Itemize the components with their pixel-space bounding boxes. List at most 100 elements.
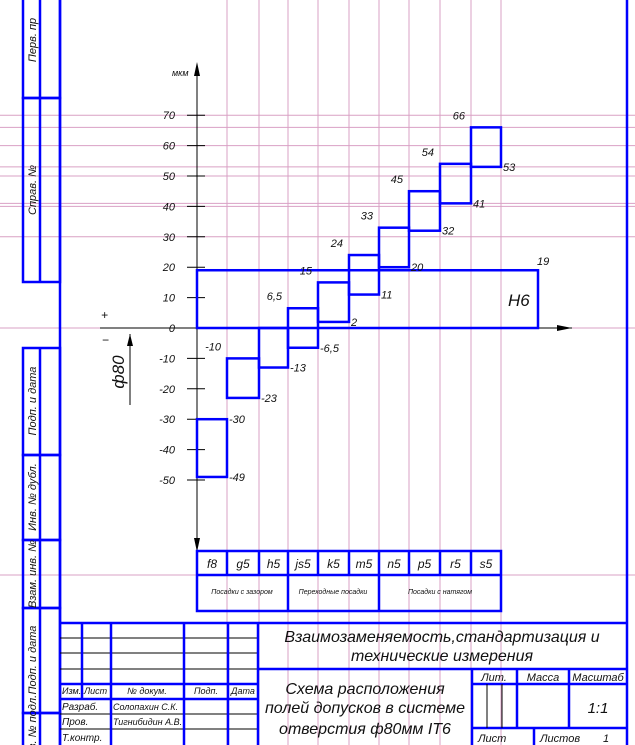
upper-deviation-label: -30 <box>229 414 246 426</box>
y-tick-label: 30 <box>163 232 176 244</box>
shaft-field-g5 <box>225 357 261 400</box>
y-tick-label: 70 <box>163 110 176 122</box>
drawing-name-line-2: полей допусков в системе <box>265 700 465 717</box>
y-tick-label: 0 <box>169 323 176 335</box>
stamp-vzam-label: Взам. инв. № <box>27 540 39 608</box>
fit-group-transition: Переходные посадки <box>299 588 368 596</box>
fit-name-r5: r5 <box>450 557 461 571</box>
scale-value: 1:1 <box>588 700 609 717</box>
lower-deviation-label: -49 <box>229 472 245 484</box>
upper-deviation-label: 6,5 <box>267 291 283 303</box>
stamp-sign-date-label-2: Подп. и дата <box>27 626 39 695</box>
upper-deviation-label: 66 <box>453 110 466 122</box>
mass-label: Масса <box>527 672 560 684</box>
lower-deviation-label: -23 <box>261 393 278 405</box>
plus-sign: + <box>101 308 108 322</box>
shaft-field-f8 <box>195 417 229 479</box>
minus-sign: − <box>102 333 109 347</box>
y-axis-arrow-down <box>194 538 200 552</box>
fit-name-p5: p5 <box>417 557 432 571</box>
shaft-field-js5 <box>286 306 320 350</box>
fit-name-g5: g5 <box>236 557 250 571</box>
lower-deviation-label: 2 <box>350 317 357 329</box>
y-tick-label: 10 <box>163 293 176 305</box>
lower-deviation-label: 53 <box>503 162 516 174</box>
fit-name-h5: h5 <box>267 557 281 571</box>
y-tick-label: 50 <box>163 171 176 183</box>
y-tick-label: -30 <box>159 414 176 426</box>
shaft-field-n5 <box>377 226 411 269</box>
lit-label: Лит. <box>480 672 507 684</box>
upper-deviation-label: 45 <box>391 174 404 186</box>
shaft-field-r5 <box>438 162 473 205</box>
hole-field-name: H6 <box>508 291 530 310</box>
header-list: Лист <box>83 686 108 696</box>
upper-deviation-label: 33 <box>361 211 374 223</box>
y-tick-label: 20 <box>162 262 176 274</box>
subject-line-1: Взаимозаменяемость,стандартизация и <box>284 629 599 646</box>
lower-deviation-label: 41 <box>473 198 485 210</box>
title-block: Изм. Лист № докум. Подп. Дата Разраб. Со… <box>60 621 627 745</box>
shaft-field-m5 <box>347 253 381 296</box>
shaft-field-p5 <box>407 189 442 232</box>
header-sign: Подп. <box>194 686 218 696</box>
diameter-label: ф80 <box>109 355 128 389</box>
y-tick-label: -40 <box>159 445 176 457</box>
upper-deviation-label: -10 <box>205 341 222 353</box>
zero-line-arrow <box>557 325 572 331</box>
fit-name-k5: k5 <box>327 557 340 571</box>
subject-line-2: технические измерения <box>351 648 534 665</box>
fit-name-n5: n5 <box>387 557 401 571</box>
fit-group-clearance: Посадки с зазором <box>211 588 273 596</box>
fit-name-f8: f8 <box>207 557 217 571</box>
upper-deviation-label: 54 <box>422 147 434 159</box>
header-doc: № докум. <box>127 686 167 696</box>
drawing-name-line-3: отверстия ф80мм IT6 <box>279 721 451 738</box>
hole-field-H6 <box>195 268 540 330</box>
lower-deviation-label: -13 <box>290 363 307 375</box>
y-tick-label: -20 <box>159 384 176 396</box>
fit-name-s5: s5 <box>480 557 493 571</box>
shaft-field-s5 <box>469 126 503 169</box>
upper-deviation-label: 15 <box>300 265 313 277</box>
lower-deviation-label: 32 <box>442 226 454 238</box>
checker-name: Тигнибидин А.В. <box>113 717 182 727</box>
fit-name-m5: m5 <box>356 557 373 571</box>
role-tcontrol: Т.контр. <box>62 733 102 744</box>
fit-name-js5: js5 <box>293 557 311 571</box>
diameter-arrow <box>127 334 133 346</box>
header-date: Дата <box>230 686 255 696</box>
left-stamp: Перв. пр Справ. № Подп. и дата Инв. № ду… <box>21 0 62 745</box>
stamp-sprav-label: Справ. № <box>27 165 39 215</box>
role-developer: Разраб. <box>62 701 98 713</box>
stamp-perv-label: Перв. пр <box>27 18 39 62</box>
sheets-label: Листов <box>539 733 580 745</box>
y-tick-label: -10 <box>159 353 176 365</box>
fit-group-interference: Посадки с натягом <box>408 588 472 596</box>
stamp-sign-date-label: Подп. и дата <box>27 367 39 436</box>
header-izm: Изм. <box>62 686 81 696</box>
lower-deviation-label: 20 <box>410 262 424 274</box>
sheet-label: Лист <box>477 733 506 745</box>
shaft-field-h5 <box>257 326 290 369</box>
unit-label: мкм <box>172 68 189 78</box>
hole-upper-label: 19 <box>537 256 549 268</box>
lower-deviation-label: 11 <box>381 290 392 302</box>
developer-name: Солопахин С.К. <box>113 702 178 712</box>
y-tick-label: -50 <box>159 475 176 487</box>
drawing-name-line-1: Схема расположения <box>285 681 445 698</box>
fits-table: Посадки с зазором Переходные посадки Пос… <box>195 549 503 613</box>
tolerance-fields: 19 -30 -49 -10 -23 -13 6,5 -6,5 15 2 24 11 33 20 45 32 5… <box>195 110 549 484</box>
stamp-inv-podl-label: Инв. № подл. <box>27 695 39 745</box>
y-axis-arrow-up <box>194 62 200 76</box>
lower-deviation-label: -6,5 <box>320 343 340 355</box>
upper-deviation-label: 24 <box>330 238 343 250</box>
stamp-inv-dubl-label: Инв. № дубл. <box>27 463 39 531</box>
role-checker: Пров. <box>62 717 88 728</box>
y-tick-label: 60 <box>163 141 176 153</box>
scale-label: Масштаб <box>572 672 624 684</box>
shaft-field-k5 <box>316 281 351 324</box>
